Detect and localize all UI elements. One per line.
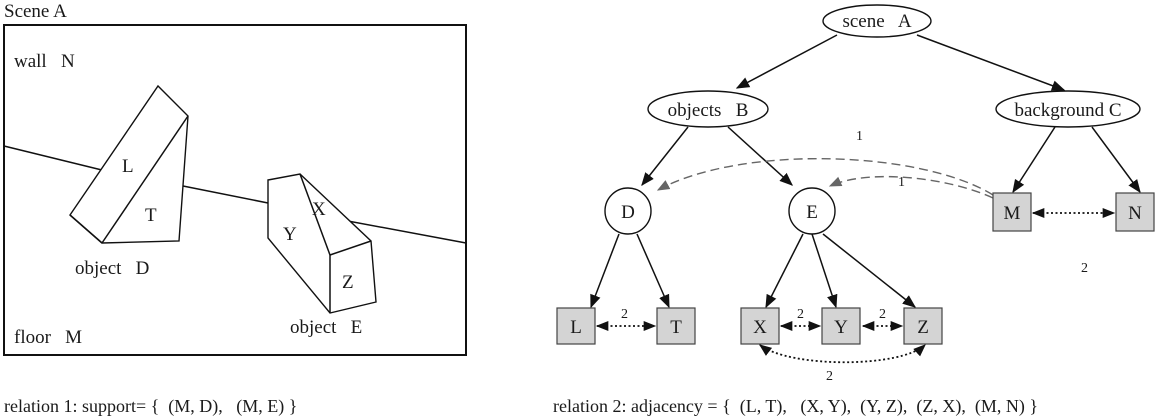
edge-c-m	[1012, 126, 1056, 194]
support-edge-m-e	[828, 175, 994, 199]
face-z-label: Z	[342, 272, 354, 293]
edge-a-c	[916, 34, 1066, 91]
node-scene-a: scene A	[822, 4, 932, 38]
floor-label: floor M	[14, 327, 82, 348]
adjacency-edge-z-x	[758, 344, 926, 364]
leaf-y-label: Y	[834, 317, 848, 338]
leaf-x: X	[740, 307, 780, 345]
node-d-label: D	[621, 202, 635, 223]
leaf-z-label: Z	[917, 317, 929, 338]
edge-c-n	[1091, 126, 1141, 194]
leaf-l-label: L	[570, 317, 582, 338]
edge-e-z	[822, 233, 917, 308]
scene-frame	[3, 24, 467, 356]
leaf-l: L	[556, 307, 596, 345]
node-n: N	[1115, 192, 1155, 232]
face-t-label: T	[145, 205, 157, 226]
edge-e-y	[811, 233, 838, 309]
wall-label: wall N	[14, 51, 75, 72]
wall-floor-line-2	[182, 185, 269, 204]
edge-d-t	[636, 233, 670, 309]
leaf-t-label: T	[670, 317, 682, 338]
node-background-c: background C	[995, 90, 1141, 128]
scene-panel: Scene A wall N floor M L T object D X Y …	[3, 1, 467, 356]
leaf-x-label: X	[753, 317, 767, 338]
caption-relation-2: relation 2: adjacency = { (L, T), (X, Y)…	[553, 396, 1038, 417]
adj-label-xy: 2	[797, 307, 804, 322]
scene-title: Scene A	[4, 1, 67, 22]
leaf-y: Y	[821, 307, 861, 345]
edge-e-x	[765, 233, 804, 309]
edge-b-e	[727, 126, 794, 186]
wall-floor-line	[3, 145, 111, 173]
face-y-label: Y	[283, 224, 297, 245]
caption-relation-1: relation 1: support= { (M, D), (M, E) }	[4, 396, 297, 417]
face-l-label: L	[122, 156, 134, 177]
object-d-shape: L T	[69, 84, 189, 244]
adj-label-mn: 2	[1081, 261, 1088, 276]
scene-graph: 1 1 2 2 2 2 2 scene A objects B backgrou…	[556, 4, 1155, 384]
object-d-label: object D	[75, 258, 149, 279]
node-objects-b-label: objects B	[668, 100, 749, 121]
edge-b-d	[641, 126, 689, 187]
node-m: M	[992, 192, 1032, 232]
edge-d-l	[590, 233, 620, 309]
node-m-label: M	[1004, 203, 1021, 224]
object-e-label: object E	[290, 317, 362, 338]
leaf-z: Z	[903, 307, 943, 345]
node-background-c-label: background C	[1014, 100, 1121, 121]
edge-a-b	[735, 34, 838, 89]
support-label-1: 1	[856, 129, 863, 144]
node-e-label: E	[806, 202, 818, 223]
object-e-shape: X Y Z	[267, 173, 377, 314]
adj-label-lt: 2	[621, 307, 628, 322]
leaf-t: T	[656, 307, 696, 345]
node-objects-b: objects B	[647, 90, 769, 128]
face-x-label: X	[312, 199, 326, 220]
node-d: D	[604, 187, 652, 235]
support-edge-m-d	[656, 157, 994, 196]
node-scene-a-label: scene A	[842, 11, 911, 32]
node-n-label: N	[1128, 203, 1142, 224]
node-e: E	[788, 187, 836, 235]
support-label-2: 1	[898, 175, 905, 190]
adj-label-zx: 2	[826, 369, 833, 384]
adj-label-yz: 2	[879, 307, 886, 322]
